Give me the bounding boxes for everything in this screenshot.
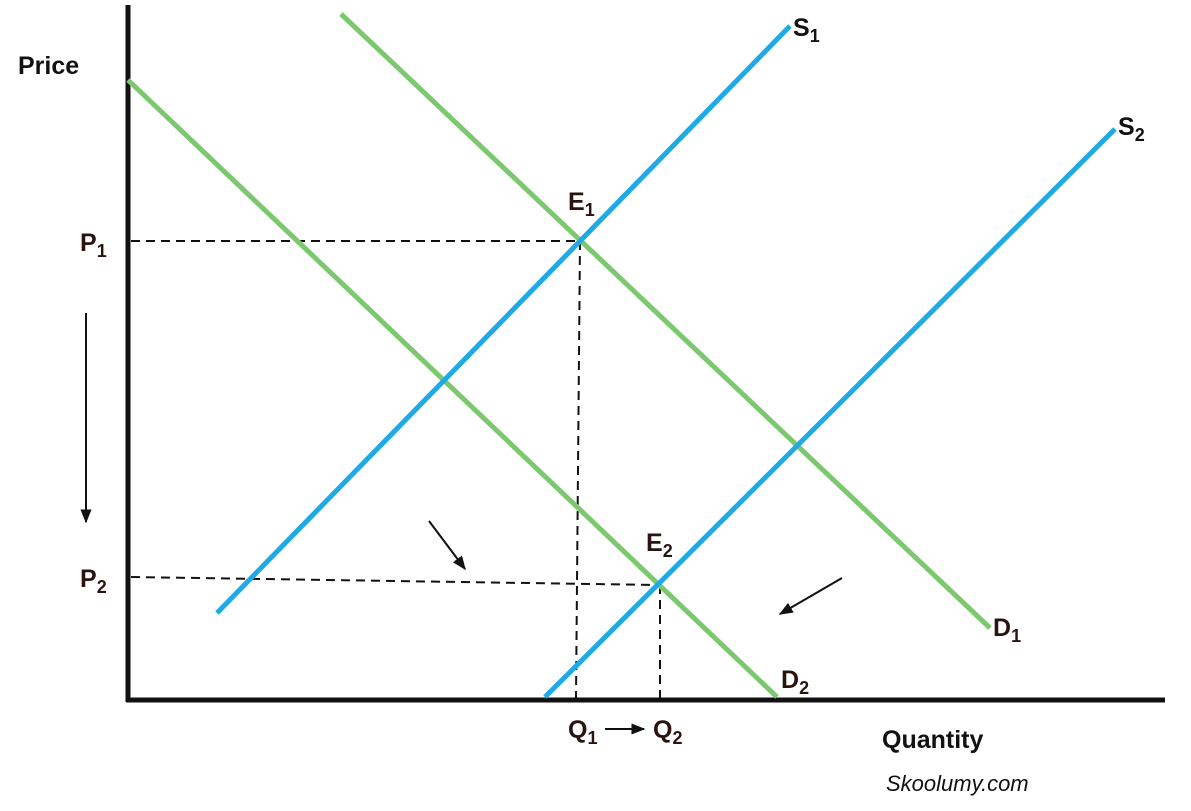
y-axis-label: Price	[18, 52, 79, 80]
d2-label: D2	[781, 666, 809, 698]
q1-label: Q1	[568, 716, 597, 748]
s1-label: S1	[793, 14, 820, 46]
s2-label: S2	[1118, 113, 1145, 145]
guide-lines	[130, 240, 661, 699]
source-credit: Skoolumy.com	[886, 771, 1029, 796]
d1-label: D1	[993, 614, 1021, 646]
demand-curve-d1	[339, 12, 992, 630]
x-axis-label: Quantity	[882, 726, 983, 754]
supply-curve-s1	[215, 24, 792, 615]
e1-label: E1	[568, 188, 595, 220]
supply-shift-arrow	[778, 577, 843, 615]
supply-curve-s2	[543, 127, 1117, 699]
demand-curve-d2	[126, 78, 779, 699]
e2-label: E2	[646, 529, 673, 561]
e1-drop-guide	[575, 240, 581, 699]
p2-label: P2	[80, 565, 107, 597]
demand-shift-arrow	[428, 520, 466, 571]
p2-guide	[130, 576, 659, 586]
p1-label: P1	[80, 229, 107, 261]
q2-label: Q2	[653, 716, 682, 748]
